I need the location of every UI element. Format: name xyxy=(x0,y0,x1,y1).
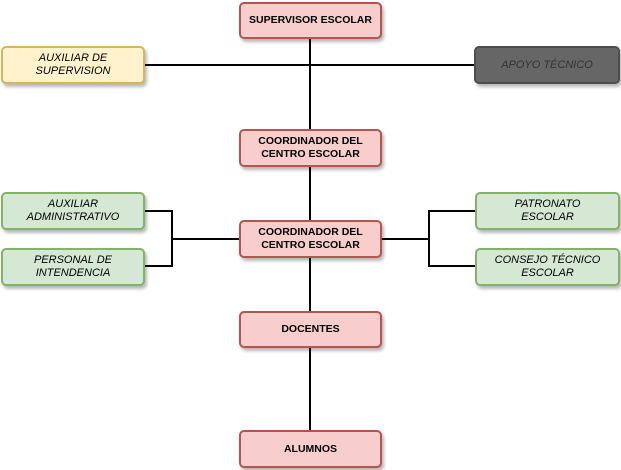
node-label: AUXILIAR DE SUPERVISION xyxy=(35,52,111,77)
node-supervisor-escolar[interactable]: SUPERVISOR ESCOLAR xyxy=(239,2,382,39)
node-label: ALUMNOS xyxy=(283,442,338,455)
connector-left-bracket xyxy=(145,210,173,267)
node-label: CONSEJO TÉCNICO ESCOLAR xyxy=(494,254,601,279)
node-coordinador-centro-escolar-2[interactable]: COORDINADOR DEL CENTRO ESCOLAR xyxy=(239,220,382,258)
node-label: DOCENTES xyxy=(281,323,340,335)
node-alumnos[interactable]: ALUMNOS xyxy=(239,430,382,468)
node-patronato-escolar[interactable]: PATRONATO ESCOLAR xyxy=(475,192,620,230)
node-auxiliar-administrativo[interactable]: AUXILIAR ADMINISTRATIVO xyxy=(1,192,145,230)
node-label: APOYO TÉCNICO xyxy=(501,58,593,71)
node-coordinador-centro-escolar-1[interactable]: COORDINADOR DEL CENTRO ESCOLAR xyxy=(239,129,382,167)
node-apoyo-tecnico[interactable]: APOYO TÉCNICO xyxy=(474,46,620,84)
connector-right-bracket xyxy=(428,210,475,267)
node-personal-de-intendencia[interactable]: PERSONAL DE INTENDENCIA xyxy=(1,248,145,286)
node-label: COORDINADOR DEL CENTRO ESCOLAR xyxy=(258,226,363,251)
node-label: PATRONATO ESCOLAR xyxy=(514,198,581,223)
node-label: AUXILIAR ADMINISTRATIVO xyxy=(26,198,120,223)
node-auxiliar-de-supervision[interactable]: AUXILIAR DE SUPERVISION xyxy=(1,46,145,84)
node-label: SUPERVISOR ESCOLAR xyxy=(249,14,372,26)
node-label: COORDINADOR DEL CENTRO ESCOLAR xyxy=(258,135,363,160)
node-label: PERSONAL DE INTENDENCIA xyxy=(33,254,113,279)
node-consejo-tecnico-escolar[interactable]: CONSEJO TÉCNICO ESCOLAR xyxy=(475,248,620,286)
node-docentes[interactable]: DOCENTES xyxy=(239,311,382,348)
